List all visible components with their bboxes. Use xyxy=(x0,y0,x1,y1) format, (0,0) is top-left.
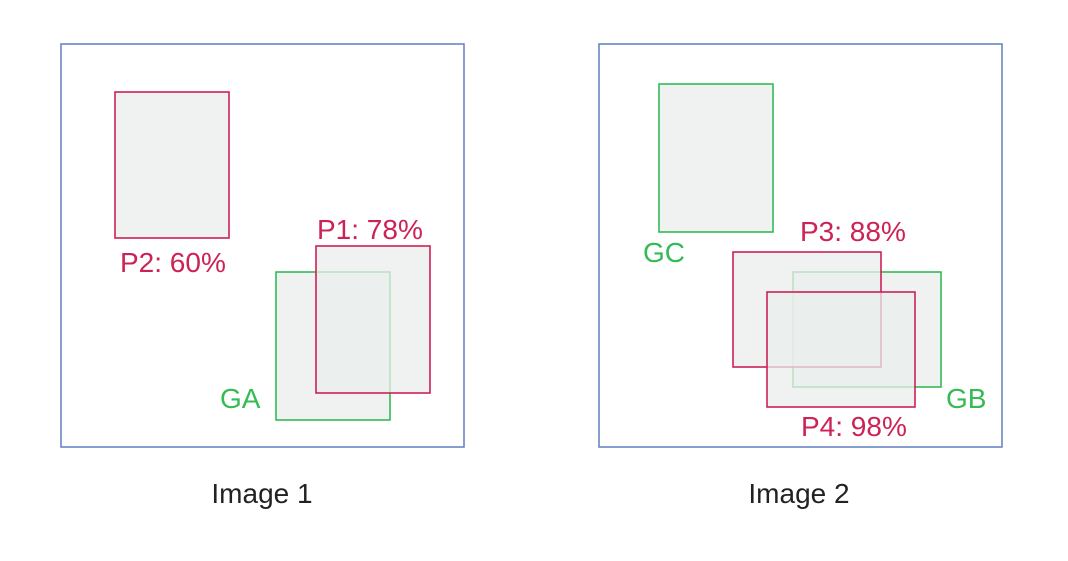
box-p1 xyxy=(315,245,431,394)
image-2-frame xyxy=(598,43,1003,448)
label-p2: P2: 60% xyxy=(120,247,226,278)
label-gb: GB xyxy=(946,383,986,414)
label-gc: GC xyxy=(643,237,685,268)
label-p3: P3: 88% xyxy=(800,216,906,247)
label-ga: GA xyxy=(220,383,261,414)
label-p4: P4: 98% xyxy=(801,411,907,442)
box-p2 xyxy=(114,91,230,239)
label-p1: P1: 78% xyxy=(317,214,423,245)
panel-image-1: P2: 60% GA P1: 78% Image 1 xyxy=(60,43,465,509)
image-1-frame xyxy=(60,43,465,448)
panel-image-2: GC GB P3: 88% P4: 98% Image 2 xyxy=(598,43,1003,509)
box-gc xyxy=(658,83,774,233)
image-1-caption: Image 1 xyxy=(211,478,312,509)
image-2-caption: Image 2 xyxy=(748,478,849,509)
box-p4 xyxy=(766,291,916,408)
